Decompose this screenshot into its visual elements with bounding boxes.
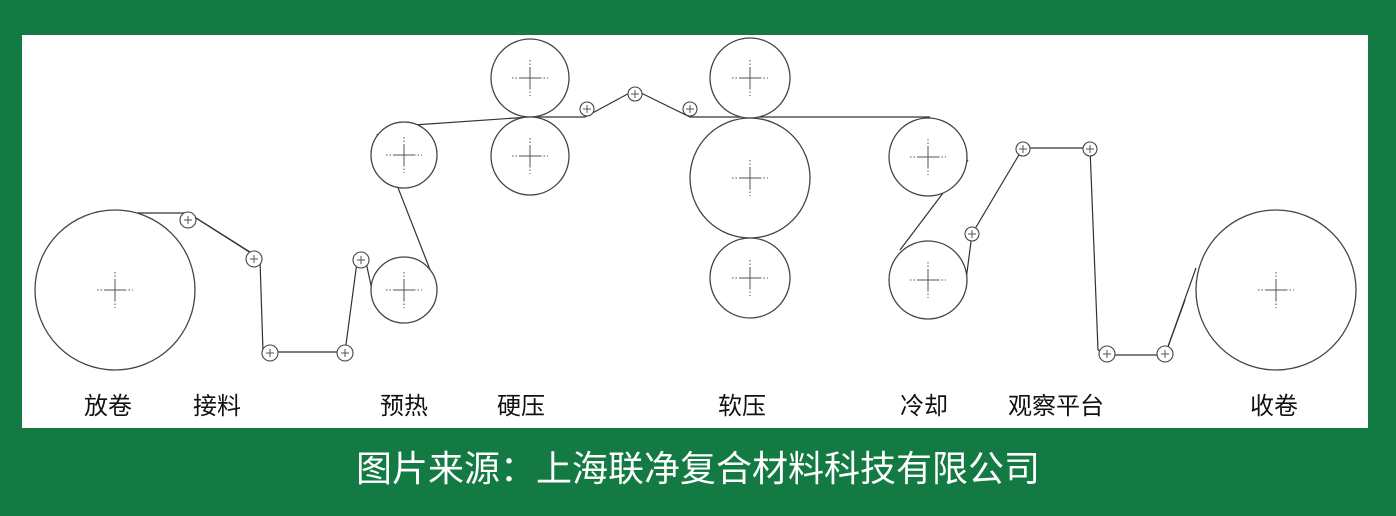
soft-press-roll-bottom <box>709 237 791 319</box>
cooling-roll-top <box>888 117 968 197</box>
soft-press-roll-main <box>689 117 811 239</box>
preheat-roll-top <box>370 121 438 189</box>
guide-roller <box>352 251 370 269</box>
cooling-roll-bottom <box>888 240 968 320</box>
guide-roller <box>1082 141 1098 157</box>
label-inspection: 观察平台 <box>1008 392 1104 420</box>
guide-roller <box>336 344 354 362</box>
label-preheat: 预热 <box>380 392 428 420</box>
guide-roller <box>964 226 980 242</box>
label-rewind: 收卷 <box>1250 392 1298 420</box>
guide-roller <box>1015 141 1031 157</box>
guide-roller <box>579 101 595 117</box>
guide-roller <box>682 101 698 117</box>
soft-press-roll-top <box>709 37 791 119</box>
label-splice: 接料 <box>193 392 241 420</box>
guide-rollers <box>179 86 1174 363</box>
hard-press-roll-bottom <box>490 116 570 196</box>
guide-roller <box>261 344 279 362</box>
hard-press-roll-top <box>490 38 570 118</box>
guide-roller <box>1098 345 1116 363</box>
preheat-roll-bottom <box>370 256 438 324</box>
label-hard-press: 硬压 <box>497 392 545 420</box>
guide-roller <box>1156 345 1174 363</box>
label-unwind: 放卷 <box>84 392 132 420</box>
source-caption: 图片来源：上海联净复合材料科技有限公司 <box>355 449 1040 490</box>
label-cooling: 冷却 <box>900 392 948 420</box>
diagram-panel <box>22 35 1368 428</box>
unwind-roll <box>34 209 196 371</box>
rewind-roll <box>1195 209 1357 371</box>
material-web-path <box>115 89 1197 356</box>
guide-roller <box>627 86 643 102</box>
guide-roller <box>245 250 263 268</box>
label-soft-press: 软压 <box>718 392 766 420</box>
guide-roller <box>179 211 197 229</box>
